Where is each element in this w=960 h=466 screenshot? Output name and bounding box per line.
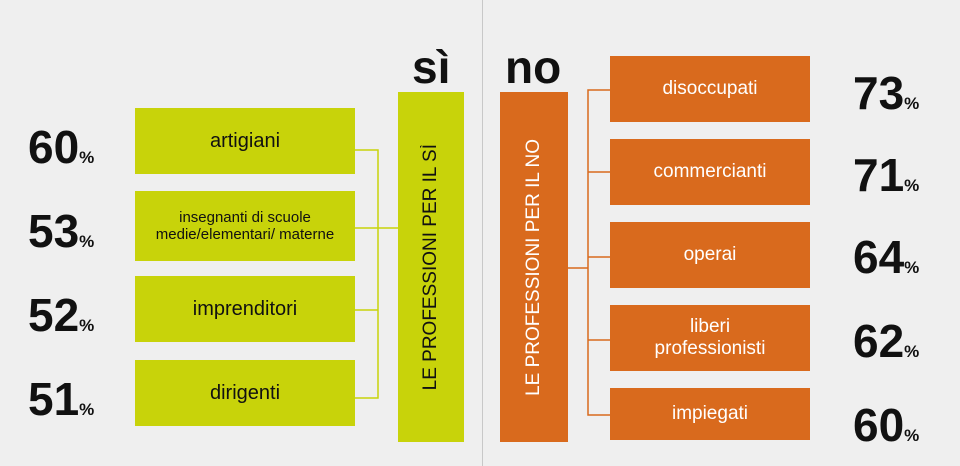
yes-item-dirigenti: dirigenti	[135, 360, 355, 426]
no-item-disoccupati: disoccupati	[610, 56, 810, 122]
yes-pct-artigiani: 60%	[28, 124, 94, 170]
pct-number: 73	[853, 67, 905, 119]
yes-item-insegnanti: insegnanti di scuole medie/elementari/ m…	[135, 191, 355, 261]
no-pct-commercianti: 71%	[853, 152, 919, 198]
pct-unit: %	[904, 426, 920, 445]
pct-unit: %	[904, 94, 920, 113]
yes-item-label: imprenditori	[192, 297, 298, 320]
no-title-text: LE PROFESSIONI PER IL NO	[523, 138, 544, 396]
pct-number: 60	[853, 399, 905, 451]
pct-number: 60	[28, 121, 80, 173]
pct-number: 62	[853, 315, 905, 367]
center-divider	[482, 0, 483, 466]
yes-pct-dirigenti: 51%	[28, 376, 94, 422]
yes-pct-imprenditori: 52%	[28, 292, 94, 338]
yes-title-text: LE PROFESSIONI PER IL SÌ	[420, 143, 441, 391]
pct-number: 71	[853, 149, 905, 201]
no-item-label: impiegati	[671, 403, 749, 425]
yes-item-artigiani: artigiani	[135, 108, 355, 174]
no-pct-impiegati: 60%	[853, 402, 919, 448]
no-item-liberi-professionisti: liberi professionisti	[610, 305, 810, 371]
no-pct-operai: 64%	[853, 234, 919, 280]
pct-unit: %	[904, 342, 920, 361]
yes-item-label: dirigenti	[209, 381, 281, 404]
pct-number: 51	[28, 373, 80, 425]
no-item-label: operai	[683, 244, 737, 266]
pct-number: 64	[853, 231, 905, 283]
pct-unit: %	[79, 316, 95, 335]
no-header: no	[505, 41, 562, 93]
pct-number: 53	[28, 205, 80, 257]
no-item-commercianti: commercianti	[610, 139, 810, 205]
no-item-impiegati: impiegati	[610, 388, 810, 440]
no-bracket-ticks	[588, 171, 610, 341]
no-item-label: liberi professionisti	[654, 316, 766, 359]
yes-pct-insegnanti: 53%	[28, 208, 94, 254]
pct-unit: %	[79, 232, 95, 251]
pct-number: 52	[28, 289, 80, 341]
no-bracket	[587, 89, 610, 416]
yes-header: sì	[412, 41, 451, 93]
yes-item-label: artigiani	[209, 129, 281, 152]
yes-item-label: insegnanti di scuole medie/elementari/ m…	[155, 208, 335, 243]
no-item-label: commercianti	[653, 161, 767, 183]
pct-unit: %	[79, 400, 95, 419]
no-title-bar: LE PROFESSIONI PER IL NO	[500, 92, 568, 442]
yes-bracket	[355, 149, 379, 399]
no-item-operai: operai	[610, 222, 810, 288]
no-item-label: disoccupati	[662, 78, 758, 100]
no-pct-liberi-professionisti: 62%	[853, 318, 919, 364]
no-pct-disoccupati: 73%	[853, 70, 919, 116]
yes-item-imprenditori: imprenditori	[135, 276, 355, 342]
yes-title-bar: LE PROFESSIONI PER IL SÌ	[398, 92, 464, 442]
pct-unit: %	[904, 258, 920, 277]
pct-unit: %	[79, 148, 95, 167]
pct-unit: %	[904, 176, 920, 195]
